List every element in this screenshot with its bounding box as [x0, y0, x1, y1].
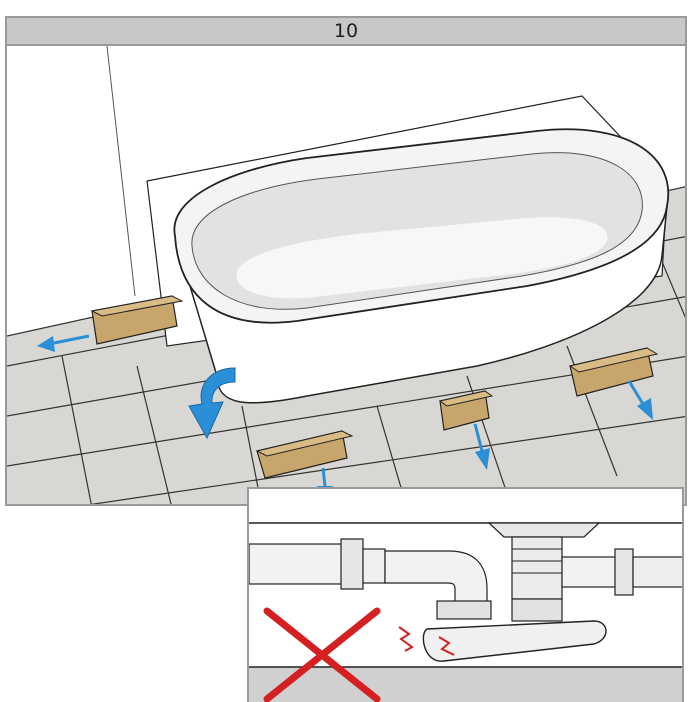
bathtub: [173, 128, 670, 404]
crush-warning-icon: [398, 626, 455, 656]
waste-trap: [422, 536, 682, 662]
step-frame: 10: [5, 16, 687, 506]
drain-pipe: [249, 538, 492, 620]
wooden-support-block: [90, 295, 184, 345]
wooden-support-block: [568, 347, 659, 397]
step-header: 10: [7, 18, 685, 46]
installation-scene: [7, 46, 685, 504]
floor-slab: [249, 667, 682, 702]
wooden-support-block: [255, 430, 354, 479]
rotate-arrow: [188, 367, 236, 440]
drain-detail: [249, 489, 682, 702]
cross-mark-icon: [263, 607, 381, 702]
drain-warning-inset: [247, 487, 684, 702]
step-number: 10: [333, 20, 359, 42]
wooden-support-block: [438, 390, 494, 431]
floor-tiles: [7, 225, 685, 504]
